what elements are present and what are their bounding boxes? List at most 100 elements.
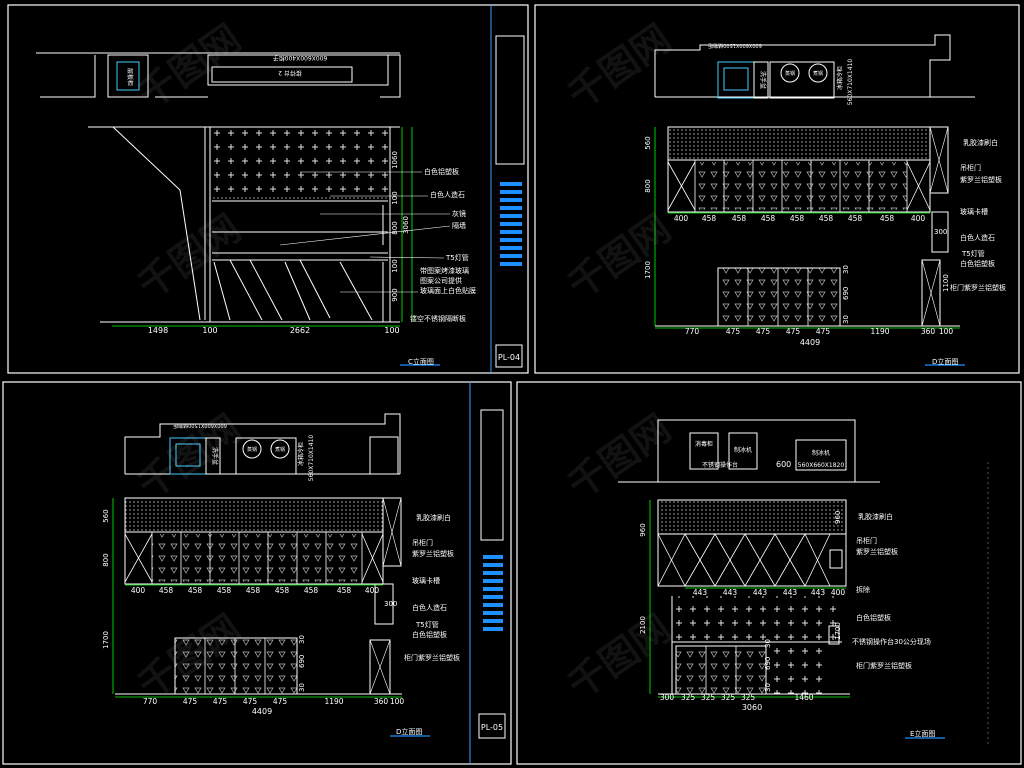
svg-text:1190: 1190 [870,327,889,336]
svg-text:325: 325 [721,693,736,702]
svg-text:325: 325 [681,693,696,702]
svg-text:白色铝塑板: 白色铝塑板 [424,167,459,176]
svg-text:30: 30 [842,315,850,324]
svg-text:1460: 1460 [794,693,813,702]
svg-text:458: 458 [304,586,319,595]
e-ice-dims: 560X660X1820 [798,462,845,469]
svg-text:458: 458 [819,214,834,223]
c-dim-h2: 2662 [290,326,310,335]
e-under-text: 不锈钢操作台 [702,461,738,469]
c-view-label: C立面图 [408,357,434,366]
svg-text:458: 458 [246,586,261,595]
svg-text:千图网: 千图网 [560,16,679,117]
svg-text:360: 360 [921,327,936,336]
svg-text:458: 458 [790,214,805,223]
db-appliance: 冰箱冷柜 [297,442,305,466]
svg-text:紫罗兰铝塑板: 紫罗兰铝塑板 [412,549,454,558]
svg-text:443: 443 [811,588,826,597]
svg-text:300: 300 [934,228,947,236]
svg-text:乳胶漆刷白: 乳胶漆刷白 [416,513,451,522]
svg-text:690: 690 [764,657,772,670]
dt-appliance-dims: 560X710X1410 [847,59,854,106]
svg-text:乳胶漆刷白: 乳胶漆刷白 [858,512,893,521]
panel-c: 层板柜 600X600X400柜子 接待台 2 1060 100 800 10 [36,52,476,366]
svg-text:吊柜门: 吊柜门 [856,536,877,545]
dt-pot-a: 蒸锅 [785,70,795,77]
svg-text:白色人造石: 白色人造石 [412,603,447,612]
svg-text:30: 30 [764,683,772,692]
sheet-number-bottom: PL-05 [481,723,503,732]
svg-text:隔墙: 隔墙 [452,221,466,230]
c-dim-h3: 100 [384,326,399,335]
svg-text:镂空不锈钢隔断板: 镂空不锈钢隔断板 [410,314,466,323]
svg-text:475: 475 [273,697,288,706]
svg-text:458: 458 [337,586,352,595]
c-dim-v4: 900 [391,288,399,301]
svg-text:白色人造石: 白色人造石 [430,190,465,199]
svg-text:458: 458 [275,586,290,595]
svg-text:白色铝塑板: 白色铝塑板 [960,259,995,268]
c-dim-h0: 1498 [148,326,168,335]
e-dims-upper: 443 443 443 443 443 443 400 [693,588,846,597]
c-dim-h1: 100 [202,326,217,335]
panel-d-bottom: 洗手盆 蒸锅 煮锅 600X600X1500储物柜 冰箱冷柜 560X710X1… [102,413,460,737]
svg-text:458: 458 [761,214,776,223]
svg-text:690: 690 [298,655,306,668]
svg-text:458: 458 [848,214,863,223]
sheet-number-top: PL-04 [498,353,520,362]
svg-text:770: 770 [685,327,700,336]
svg-text:400: 400 [911,214,926,223]
panel-d-top: 洗手盆 蒸锅 煮锅 600X600X1500储物柜 冰箱冷柜 560X710X1… [644,34,1006,366]
svg-text:玻璃卡槽: 玻璃卡槽 [412,576,440,585]
db-dims-lower: 770 475 475 475 475 1190 360 100 [143,697,405,706]
panel-e: 消毒柜 制冰机 不锈钢操作台 600 制冰机 560X660X1820 960 … [618,419,989,745]
dt-sink: 洗手盆 [759,71,767,89]
e-ice-label: 制冰机 [812,449,830,457]
title-strip-top: PL-04 [490,5,525,373]
c-header-text: 600X600X400柜子 [273,54,328,62]
svg-text:不锈钢操作台30公分现场: 不锈钢操作台30公分现场 [852,637,931,646]
e-dim-600: 600 [776,460,791,469]
svg-text:1700: 1700 [834,622,842,640]
svg-text:1100: 1100 [942,274,950,292]
dt-appliance: 冰箱冷柜 [836,66,844,90]
dt-dim-l0: 560 [644,136,652,149]
svg-text:325: 325 [741,693,756,702]
dt-dim-l1: 800 [644,179,652,192]
svg-text:770: 770 [143,697,158,706]
db-sink: 洗手盆 [211,447,219,465]
svg-text:千图网: 千图网 [560,206,679,307]
svg-text:458: 458 [732,214,747,223]
db-dim-l1: 800 [102,553,110,566]
svg-text:400: 400 [674,214,689,223]
svg-text:458: 458 [880,214,895,223]
e-notes: 乳胶漆刷白 吊柜门 紫罗兰铝塑板 拆除 白色铝塑板 不锈钢操作台30公分现场 柜… [852,512,931,670]
dt-total: 4409 [800,338,820,347]
svg-text:443: 443 [783,588,798,597]
svg-text:30: 30 [298,683,306,692]
e-dim-l0: 960 [639,523,647,536]
svg-text:柜门紫罗兰铝塑板: 柜门紫罗兰铝塑板 [950,283,1006,292]
db-appliance-dims: 560X710X1410 [308,435,315,482]
e-dim-l1: 2100 [639,616,647,634]
watermark-layer: 千图网 千图网 千图网 千图网 千图网 千图网 千图网 千图网 [130,16,679,707]
svg-text:458: 458 [159,586,174,595]
svg-text:100: 100 [939,327,954,336]
db-dims-right: 300 30 690 30 [298,600,397,692]
svg-text:458: 458 [217,586,232,595]
svg-text:灰镜: 灰镜 [452,209,466,218]
dt-pot-b: 煮锅 [813,70,823,77]
svg-text:443: 443 [723,588,738,597]
svg-text:400: 400 [831,588,846,597]
svg-text:100: 100 [390,697,405,706]
db-total: 4409 [252,707,272,716]
svg-text:紫罗兰铝塑板: 紫罗兰铝塑板 [960,175,1002,184]
svg-text:475: 475 [756,327,771,336]
svg-text:30: 30 [842,265,850,274]
db-pot-b: 煮锅 [275,446,285,453]
dt-dim-l2: 1700 [644,261,652,279]
dt-dims-right: 300 30 690 30 1100 [842,228,950,324]
svg-text:360: 360 [374,697,389,706]
svg-text:400: 400 [365,586,380,595]
svg-text:千图网: 千图网 [130,206,249,307]
